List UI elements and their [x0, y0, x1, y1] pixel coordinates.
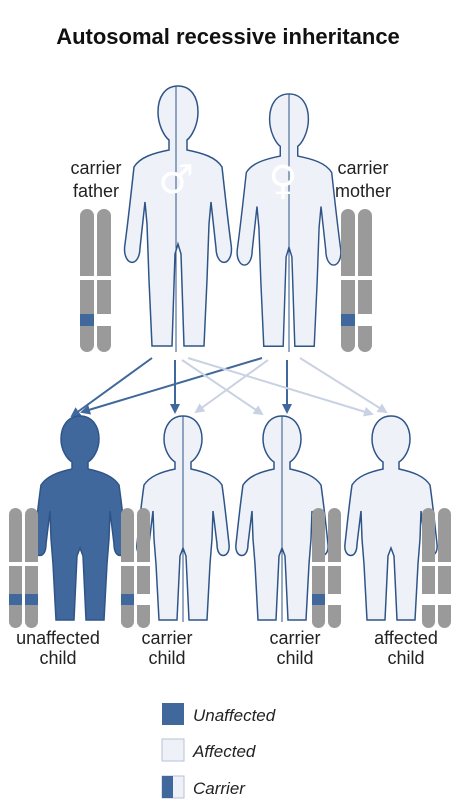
child-4-label-line1: affected — [374, 628, 438, 648]
legend: Unaffected Affected Carrier — [161, 703, 276, 799]
inheritance-arrows — [70, 357, 388, 418]
arrow-mother-child2 — [194, 359, 269, 414]
child-4-label-line2: child — [387, 648, 424, 668]
child-2-label-line1: carrier — [141, 628, 192, 648]
arrow-mother-child4 — [299, 357, 388, 414]
legend-swatch-unaffected — [162, 703, 184, 725]
arrow-father-child3 — [181, 359, 264, 416]
legend-swatch-affected — [161, 738, 185, 762]
child-3-chromosome-pair — [312, 508, 341, 628]
legend-label-affected: Affected — [192, 742, 256, 761]
legend-label-carrier: Carrier — [193, 779, 246, 798]
child-3-figure — [235, 415, 329, 622]
child-2-figure — [136, 415, 230, 622]
child-3-label-line2: child — [276, 648, 313, 668]
child-1-label-line2: child — [39, 648, 76, 668]
legend-label-unaffected: Unaffected — [193, 706, 276, 725]
child-2-label-line2: child — [148, 648, 185, 668]
mother-label-line1: carrier — [337, 158, 388, 178]
female-symbol-icon: ♀ — [268, 158, 297, 204]
father-figure: ♂ — [123, 85, 233, 352]
child-4-chromosome-pair — [422, 508, 451, 628]
child-2-chromosome-pair — [121, 508, 150, 628]
child-1-label-line1: unaffected — [16, 628, 100, 648]
mother-label-line2: mother — [335, 181, 391, 201]
child-1-chromosome-pair — [9, 508, 38, 628]
mother-figure: ♀ — [236, 93, 342, 352]
arrow-father-child1 — [70, 357, 153, 418]
child-3-label-line1: carrier — [269, 628, 320, 648]
male-symbol-icon: ♂ — [158, 157, 194, 203]
arrow-father-child4 — [187, 357, 374, 417]
father-label-line1: carrier — [70, 158, 121, 178]
mother-chromosome-pair — [341, 209, 372, 352]
arrow-mother-child1 — [80, 357, 263, 415]
diagram-title: Autosomal recessive inheritance — [56, 24, 400, 49]
father-chromosome-pair — [80, 209, 111, 352]
legend-swatch-carrier — [161, 775, 185, 799]
father-label-line2: father — [73, 181, 119, 201]
child-1-figure — [33, 415, 127, 621]
